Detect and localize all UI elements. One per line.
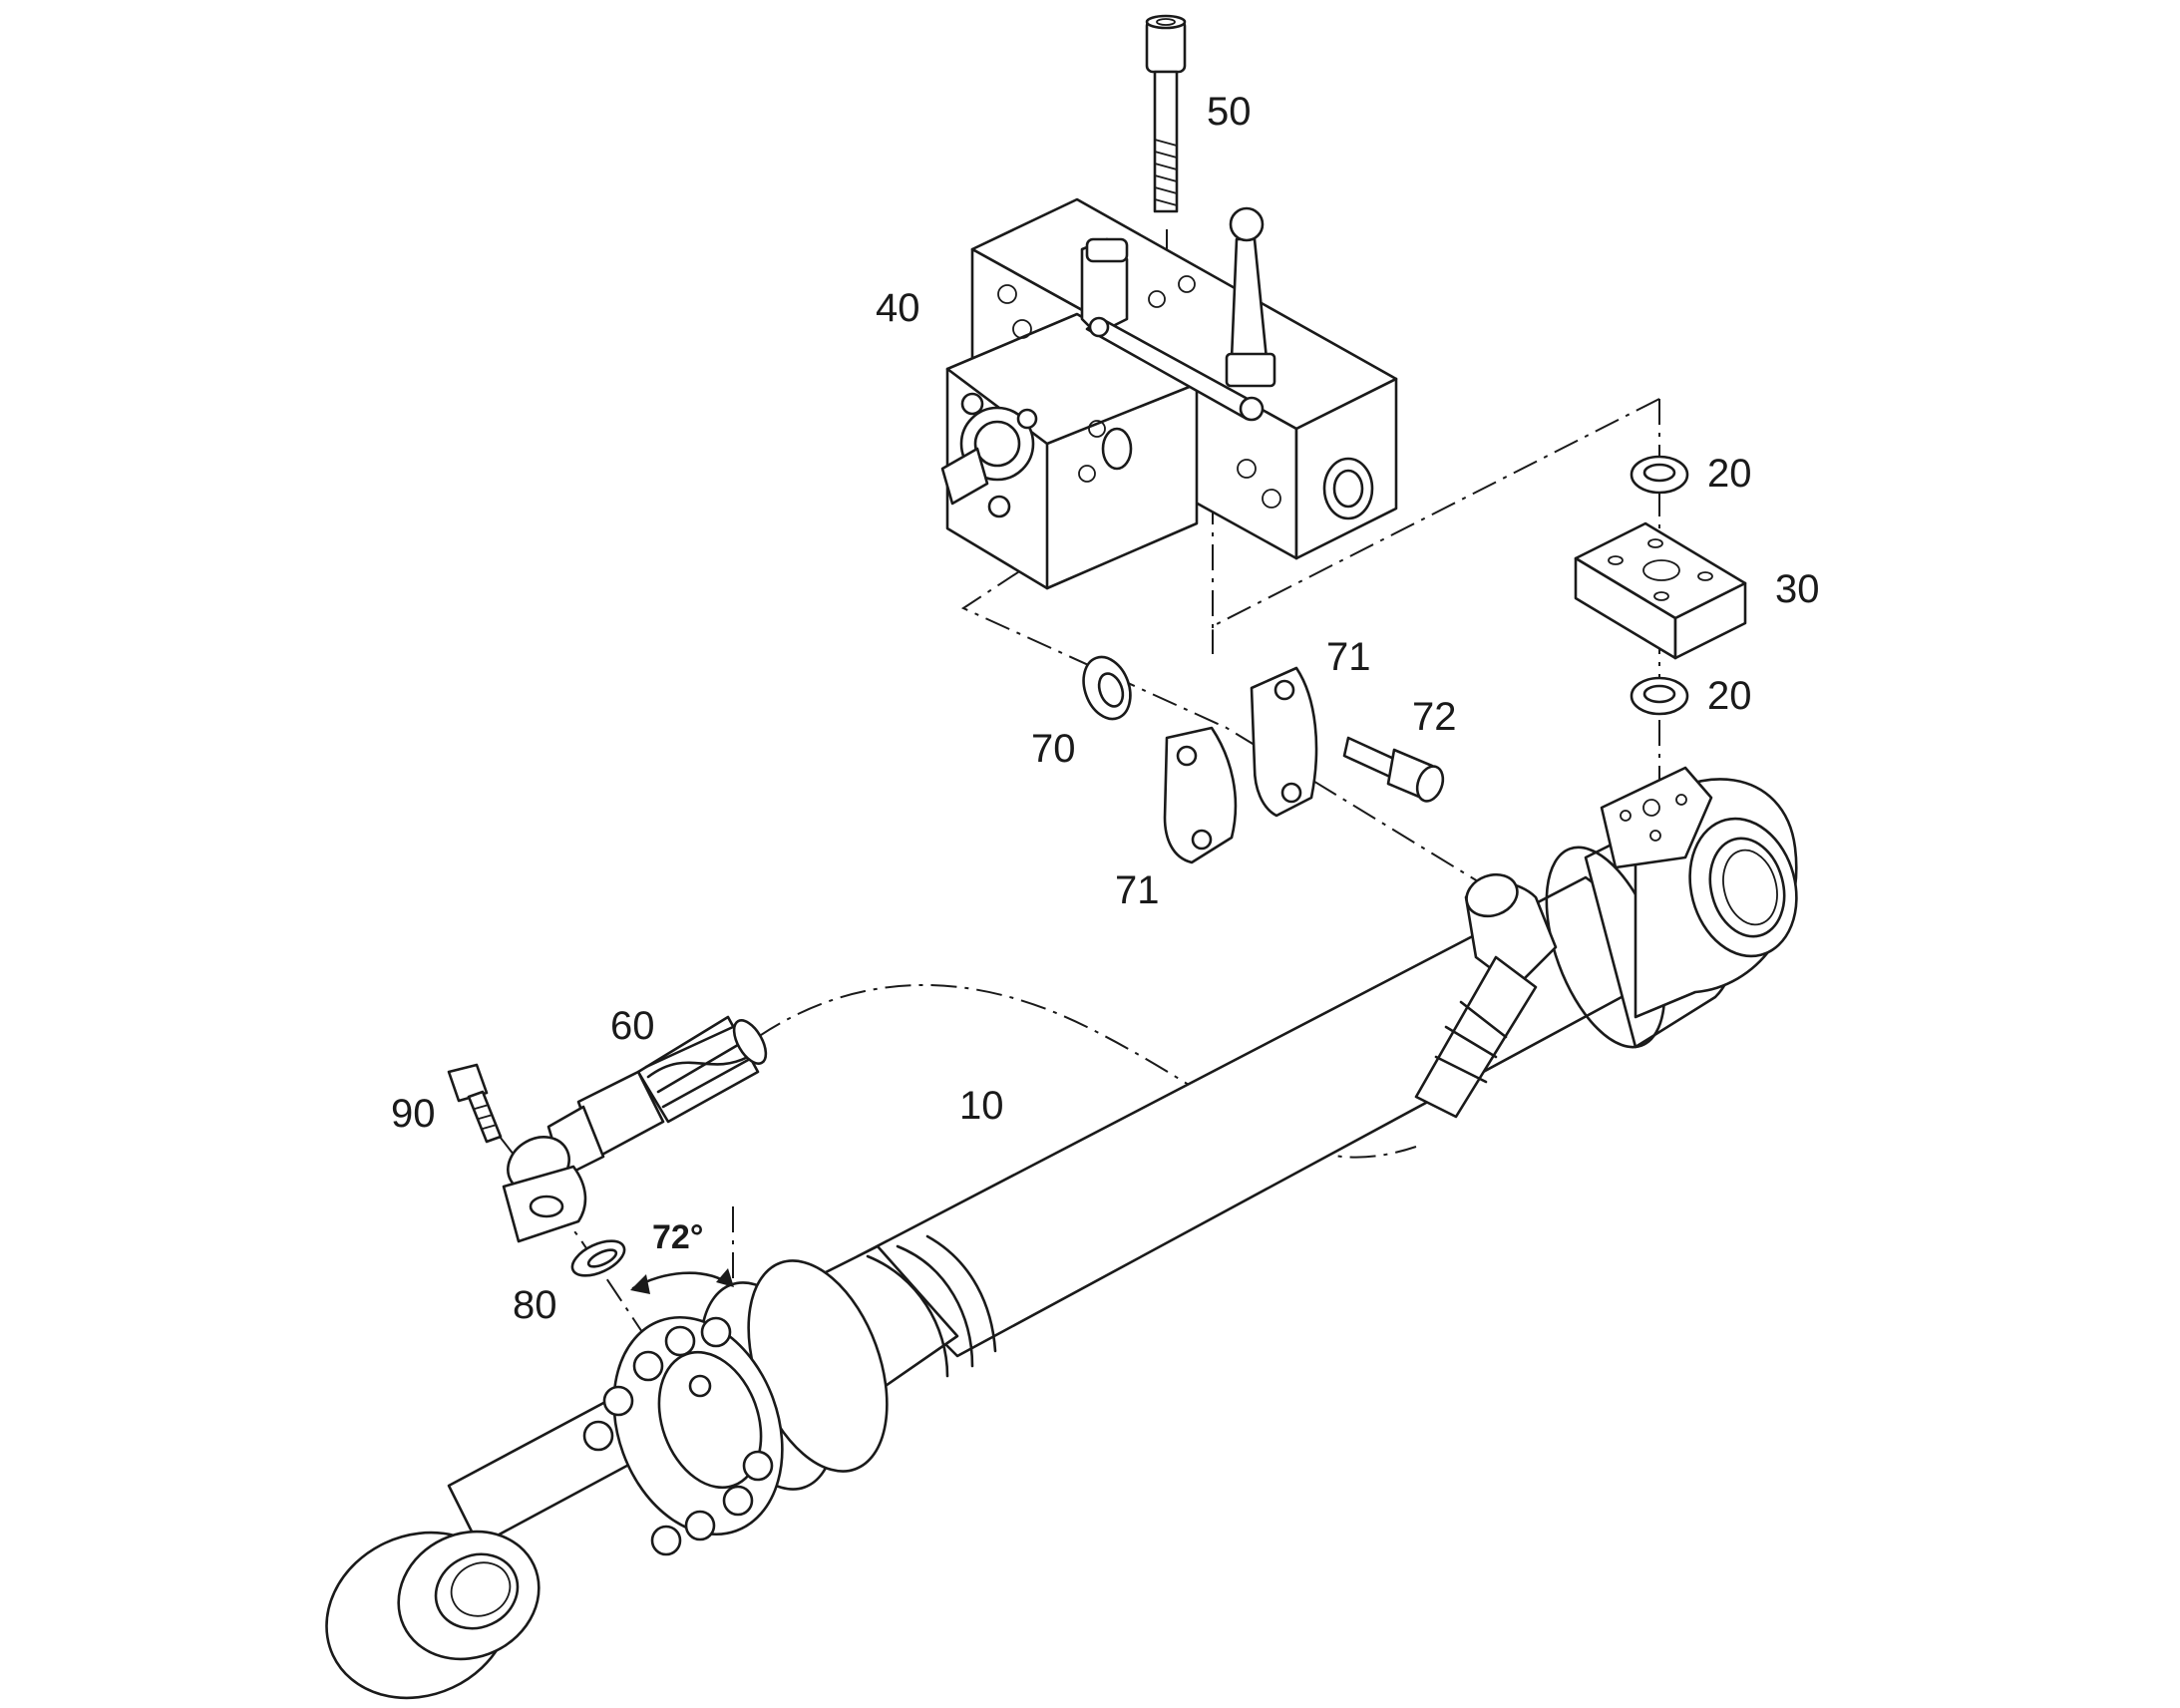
o-ring-80: [570, 1239, 626, 1277]
o-ring-20-lower: [1630, 676, 1689, 716]
adapter-plate-30: [1574, 521, 1747, 660]
split-flange-71-front: [1163, 726, 1238, 864]
callout-20-lower: 20: [1707, 674, 1752, 718]
callout-labels: 50 40 20 30 20 71 72 70 71 60 10 90 80: [391, 90, 1820, 1327]
o-ring-20-upper: [1630, 455, 1689, 495]
angle-label: 72°: [652, 1218, 703, 1256]
callout-90: 90: [391, 1092, 436, 1136]
callout-20-upper: 20: [1707, 452, 1752, 496]
o-ring-70: [1082, 655, 1132, 721]
screw-90: [447, 1063, 503, 1144]
hose-assembly-60: [502, 1015, 768, 1243]
cap-screw-50: [1145, 14, 1187, 213]
callout-60: 60: [610, 1004, 655, 1048]
angle-indicator: 72°: [630, 1218, 734, 1294]
callout-72: 72: [1412, 695, 1457, 739]
callout-71-front: 71: [1115, 868, 1160, 912]
callout-30: 30: [1775, 567, 1820, 611]
callout-50: 50: [1207, 90, 1252, 134]
cap-screw-72: [1342, 736, 1445, 803]
callout-70: 70: [1031, 727, 1076, 771]
callout-71-rear: 71: [1326, 635, 1371, 679]
valve-block-40: [940, 197, 1398, 590]
split-flange-71-rear: [1250, 666, 1318, 818]
callout-10: 10: [959, 1084, 1004, 1128]
callout-40: 40: [876, 286, 920, 330]
flange-bolts: [582, 1316, 774, 1556]
hydraulic-cylinder-10: [325, 766, 1798, 1700]
callout-80: 80: [513, 1283, 557, 1327]
